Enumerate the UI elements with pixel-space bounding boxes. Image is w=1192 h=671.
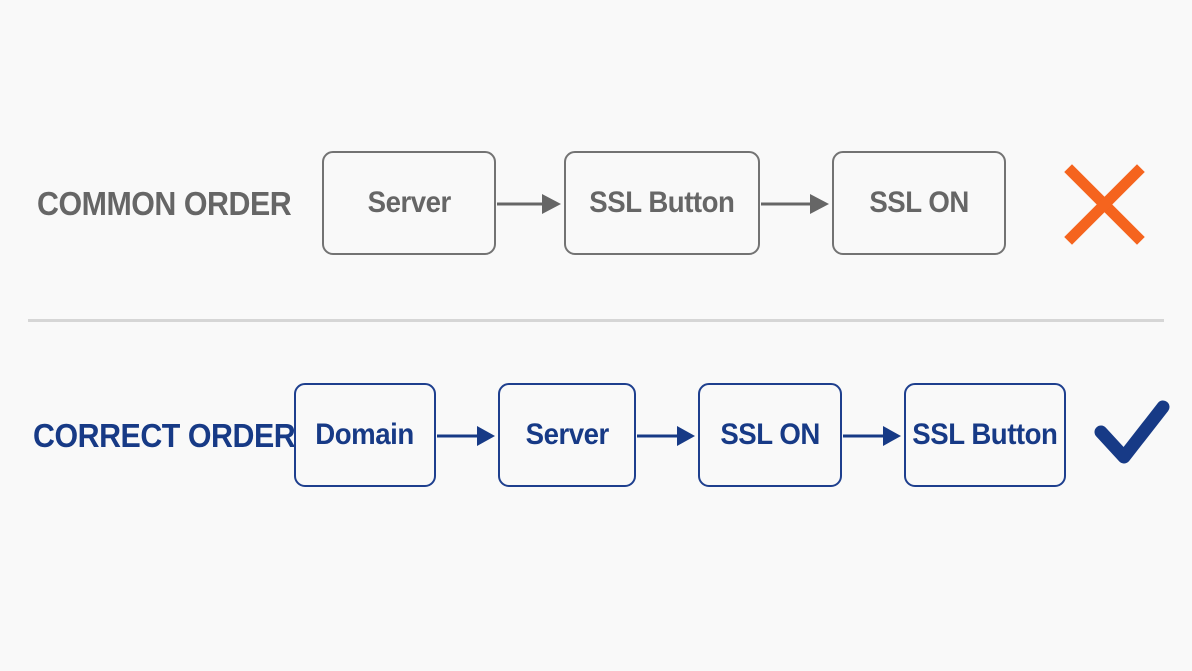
common-step-server: Server bbox=[322, 151, 496, 255]
correct-step-server-text: Server bbox=[525, 418, 609, 451]
correct-step-domain-text: Domain bbox=[315, 418, 415, 451]
checkmark-icon bbox=[1094, 400, 1170, 464]
correct-order-label: CORRECT ORDER bbox=[33, 417, 296, 454]
arrow-icon bbox=[437, 426, 495, 446]
common-step-ssl-on: SSL ON bbox=[832, 151, 1006, 255]
correct-step-server: Server bbox=[498, 383, 636, 487]
section-divider bbox=[28, 319, 1164, 322]
common-order-label: COMMON ORDER bbox=[37, 185, 292, 222]
common-step-ssl-on-text: SSL ON bbox=[869, 186, 969, 219]
correct-step-ssl-button: SSL Button bbox=[904, 383, 1066, 487]
arrow-icon bbox=[637, 426, 695, 446]
common-step-ssl-button: SSL Button bbox=[564, 151, 760, 255]
arrow-icon bbox=[497, 194, 561, 214]
correct-step-ssl-button-text: SSL Button bbox=[912, 418, 1058, 451]
arrow-icon bbox=[761, 194, 829, 214]
correct-step-ssl-on: SSL ON bbox=[698, 383, 842, 487]
cross-icon bbox=[1064, 164, 1145, 245]
correct-step-ssl-on-text: SSL ON bbox=[720, 418, 820, 451]
arrow-icon bbox=[843, 426, 901, 446]
common-step-server-text: Server bbox=[367, 186, 451, 219]
correct-step-domain: Domain bbox=[294, 383, 436, 487]
common-step-ssl-button-text: SSL Button bbox=[589, 186, 735, 219]
